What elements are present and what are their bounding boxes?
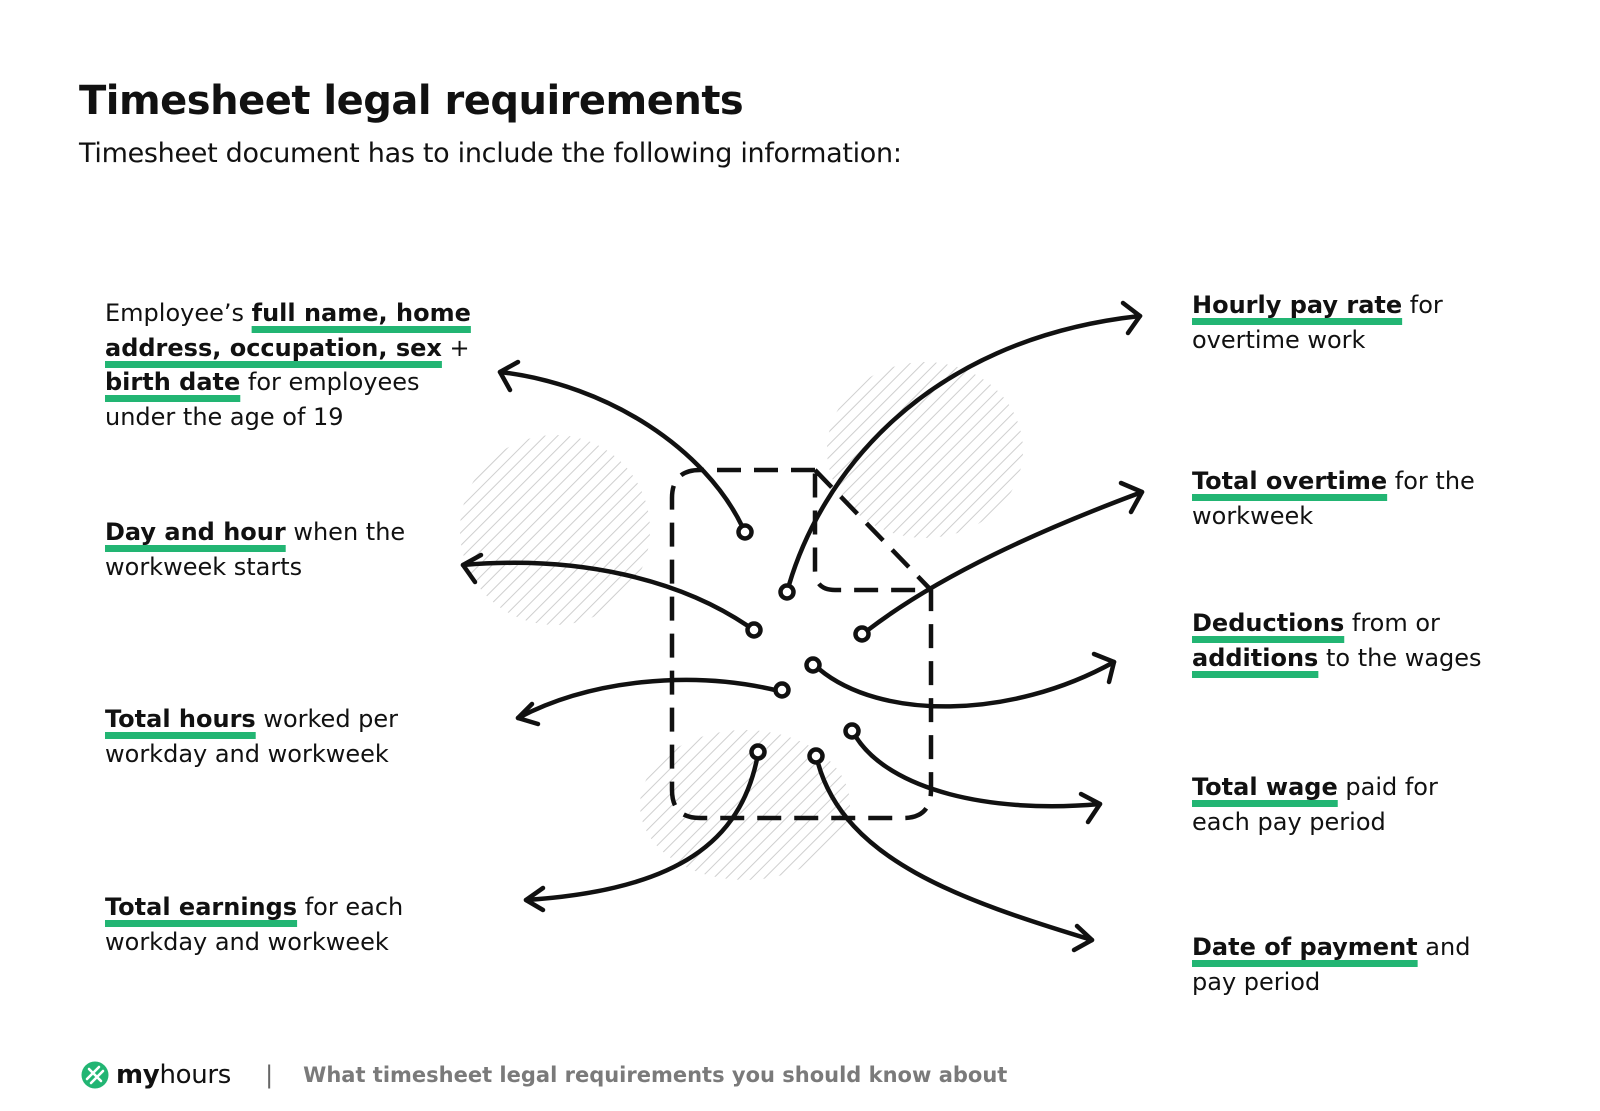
item-total-hours: Total hours worked per workday and workw…	[105, 702, 398, 771]
item-highlight: Deductions	[1192, 609, 1345, 637]
arrow-icon	[460, 552, 763, 639]
footer-separator: |	[265, 1061, 274, 1089]
item-text: from or	[1344, 609, 1440, 637]
item-text: pay period	[1192, 967, 1321, 996]
hatched-background	[460, 362, 1023, 880]
item-total-wage: Total wage paid for each pay period	[1192, 770, 1438, 839]
item-text: workweek starts	[105, 552, 303, 581]
item-day-hour: Day and hour when the workweek starts	[105, 515, 405, 584]
item-text: workday and workweek	[105, 739, 389, 768]
item-total-overtime: Total overtime for the workweek	[1192, 464, 1475, 533]
item-text: and	[1417, 933, 1471, 961]
item-text: each pay period	[1192, 807, 1386, 836]
item-highlight: full name, home	[251, 299, 471, 327]
item-text: for	[1402, 291, 1443, 319]
brand-rest: hours	[159, 1060, 232, 1090]
item-text: +	[441, 333, 470, 362]
item-text: worked per	[255, 705, 399, 733]
brand-bold: my	[116, 1060, 160, 1090]
item-highlight: additions	[1192, 643, 1319, 672]
item-hourly-pay-rate: Hourly pay rate for overtime work	[1192, 288, 1443, 357]
item-highlight: address, occupation, sex	[105, 333, 442, 362]
item-text: under the age of 19	[105, 402, 344, 431]
arrow-icon	[843, 722, 1103, 825]
item-highlight: Date of payment	[1192, 933, 1418, 961]
footer: myhours | What timesheet legal requireme…	[80, 1058, 1007, 1092]
item-text: for the	[1387, 467, 1475, 495]
arrow-icon	[804, 651, 1117, 709]
item-text: for employees	[240, 368, 420, 396]
item-deductions: Deductions from or additions to the wage…	[1192, 606, 1482, 675]
item-text: paid for	[1337, 773, 1438, 801]
arrow-icon	[515, 677, 791, 727]
item-text: to the wages	[1318, 643, 1482, 672]
footer-tagline: What timesheet legal requirements you sh…	[303, 1063, 1008, 1087]
item-total-earnings: Total earnings for each workday and work…	[105, 890, 403, 959]
document-outline-icon	[669, 467, 934, 821]
arrow-icon	[497, 359, 754, 541]
brand-name: myhours	[116, 1060, 231, 1090]
item-highlight: birth date	[105, 368, 241, 396]
arrow-icon	[807, 747, 1095, 953]
item-highlight: Total hours	[105, 705, 256, 733]
myhours-logo-icon	[81, 1061, 109, 1089]
item-text: Employee’s	[105, 299, 252, 327]
item-text: for each	[297, 893, 404, 921]
arrow-icon	[853, 480, 1145, 643]
item-employee-info: Employee’s full name, home address, occu…	[105, 296, 471, 434]
item-highlight: Hourly pay rate	[1192, 291, 1403, 319]
page-title: Timesheet legal requirements	[79, 78, 744, 124]
item-text: overtime work	[1192, 325, 1366, 354]
item-highlight: Day and hour	[105, 518, 286, 546]
item-text: workweek	[1192, 501, 1314, 530]
arrow-icon	[778, 300, 1143, 601]
item-date-of-payment: Date of payment and pay period	[1192, 930, 1470, 999]
item-highlight: Total overtime	[1192, 467, 1388, 495]
item-highlight: Total wage	[1192, 773, 1338, 801]
item-highlight: Total earnings	[105, 893, 298, 921]
item-text: workday and workweek	[105, 927, 389, 956]
item-text: when the	[285, 518, 406, 546]
arrow-icon	[523, 743, 767, 913]
page-subtitle: Timesheet document has to include the fo…	[79, 138, 902, 169]
